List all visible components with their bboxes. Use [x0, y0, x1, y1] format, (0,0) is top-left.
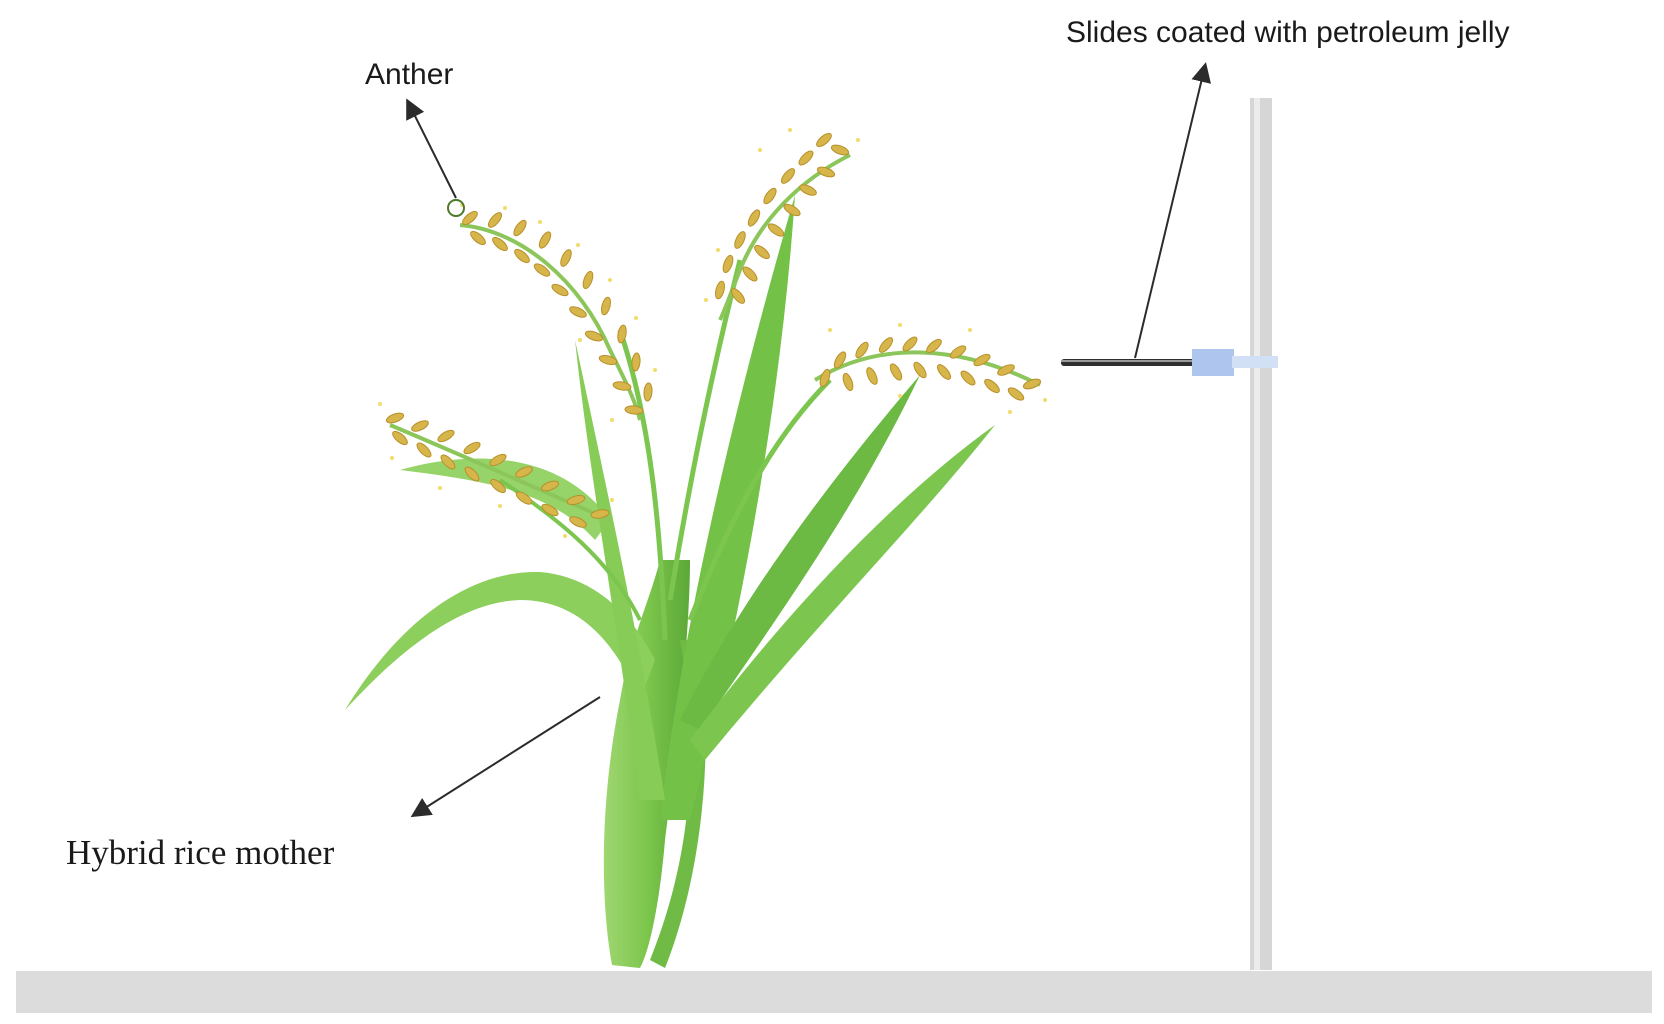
anther-label: Anther [365, 58, 454, 91]
slide-holder [1061, 349, 1278, 376]
clamp [1192, 349, 1234, 376]
anther-marker [447, 199, 465, 217]
hybrid-rice-mother-label: Hybrid rice mother [66, 833, 335, 872]
rice-plant [345, 128, 1047, 968]
slides-arrow [1134, 62, 1211, 359]
anther-arrow [406, 98, 457, 199]
support-pole [1250, 98, 1272, 970]
grains [385, 132, 1042, 528]
mother-arrow [410, 696, 601, 818]
ground [16, 971, 1652, 1013]
pollen-specks [378, 128, 1047, 538]
slides-label: Slides coated with petroleum jelly [1066, 16, 1510, 49]
